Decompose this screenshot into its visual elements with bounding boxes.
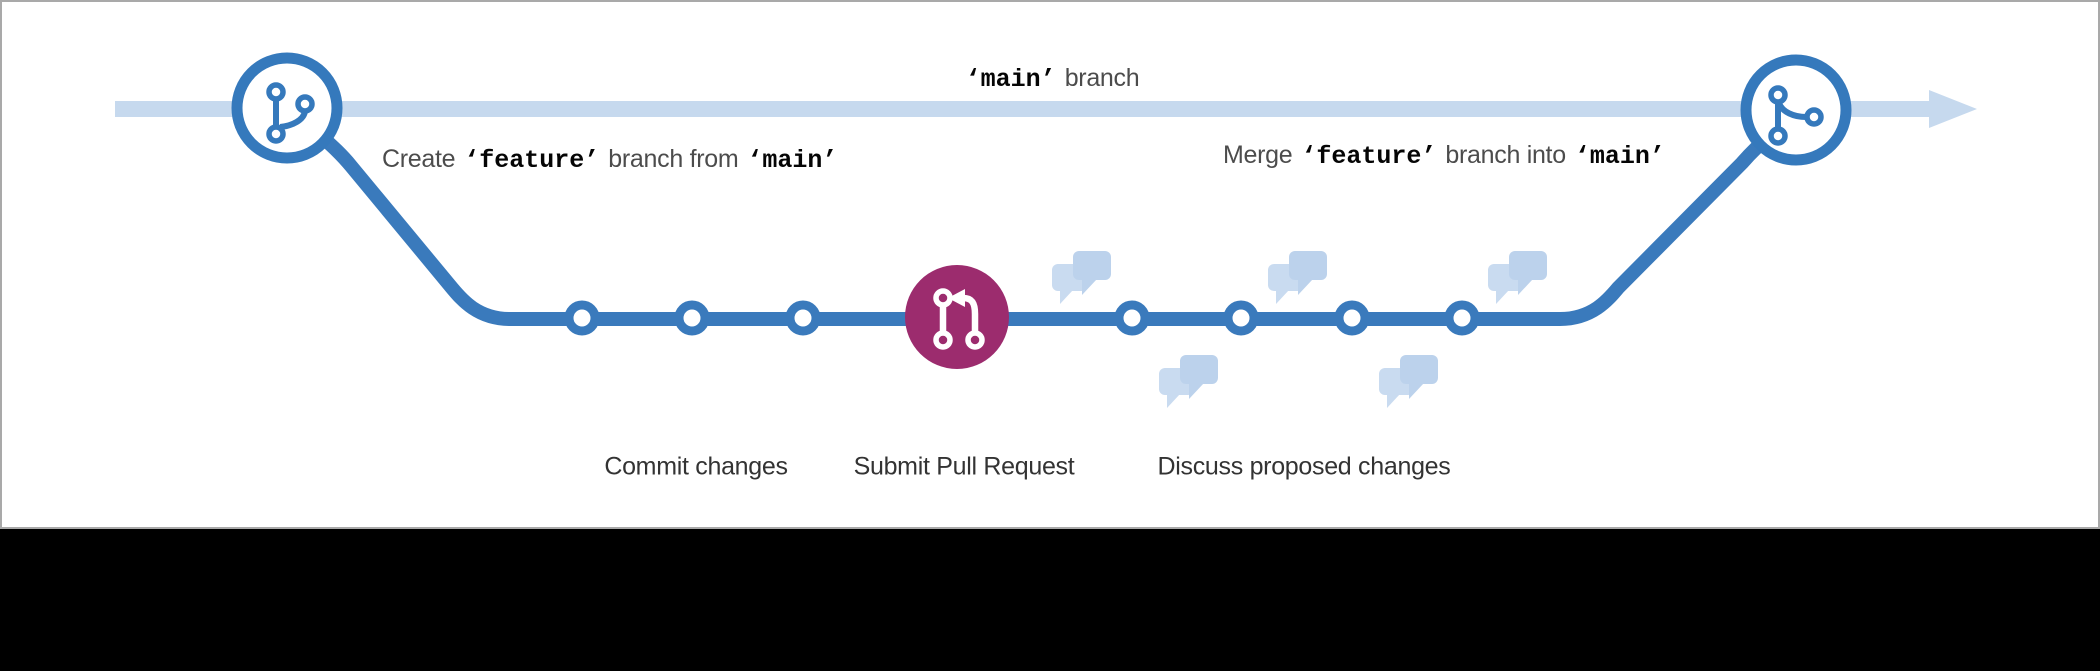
create-code-feature: ‘feature’ [464,146,600,175]
feature-branch-line [291,107,1793,326]
commit-dot [674,300,710,336]
discussion-bubbles-icon [1488,251,1547,304]
discussion-bubbles-icon [1052,251,1111,304]
commit-dots [564,300,1480,336]
pull-request-icon [933,288,985,350]
commit-changes-caption: Commit changes [604,452,788,481]
main-branch-code: ‘main’ [965,65,1056,94]
create-feature-label: Create ‘feature’ branch from ‘main’ [382,145,846,175]
submit-pull-request-caption: Submit Pull Request [853,452,1075,481]
git-branch-icon [266,82,315,144]
discuss-changes-caption: Discuss proposed changes [1157,452,1451,481]
commit-dot [785,300,821,336]
discussion-bubbles-icon [1268,251,1327,304]
arrow-right-icon [1929,90,1977,128]
discussion-bubbles-icon [1159,355,1218,408]
bottom-black-bar [0,529,2100,671]
merge-point-node [1740,54,1852,166]
commit-dot [1444,300,1480,336]
git-merge-icon [1768,85,1824,146]
commit-dot [564,300,600,336]
branch-point-node [231,52,343,164]
main-branch-line [115,101,1934,117]
create-code-main: ‘main’ [747,146,838,175]
merge-middle: branch into [1445,141,1566,169]
merge-feature-label: Merge ‘feature’ branch into ‘main’ [1223,141,1674,171]
merge-code-main: ‘main’ [1574,142,1665,171]
create-prefix: Create [382,145,456,173]
commit-dot [1334,300,1370,336]
merge-code-feature: ‘feature’ [1301,142,1437,171]
main-branch-label: ‘main’ branch [957,64,1140,94]
discussion-bubbles-icon [1379,355,1438,408]
pull-request-node [905,265,1009,369]
main-branch-suffix: branch [1064,64,1140,92]
create-middle: branch from [608,145,739,173]
commit-dot [1223,300,1259,336]
commit-dot [1114,300,1150,336]
merge-prefix: Merge [1223,141,1293,169]
